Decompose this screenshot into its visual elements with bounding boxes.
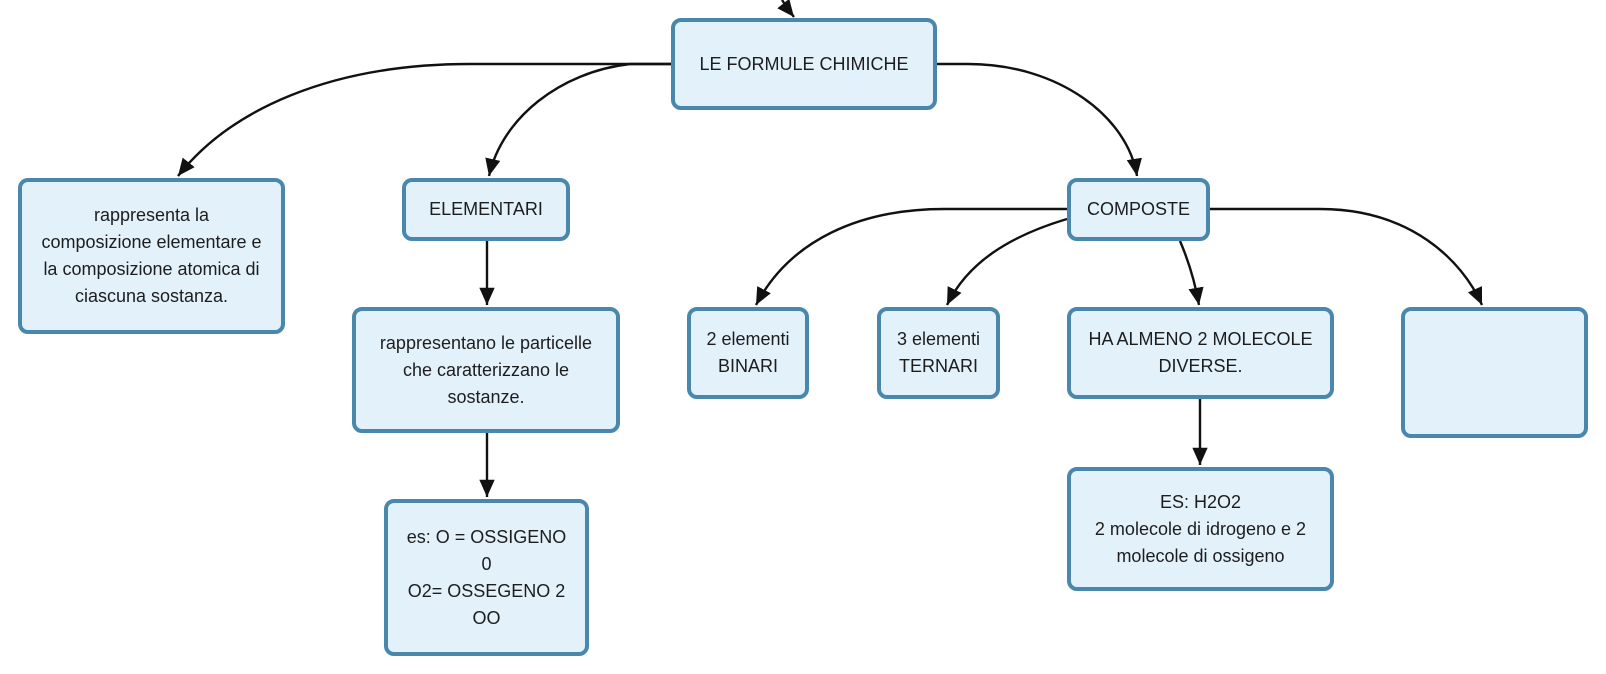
edge-composte-to-binari: [754, 207, 1067, 306]
edge-root-to-elementari: [485, 62, 671, 177]
node-ha-almeno-2-molecole[interactable]: HA ALMENO 2 MOLECOLE DIVERSE.: [1067, 307, 1334, 399]
node-label: HA ALMENO 2 MOLECOLE DIVERSE.: [1088, 329, 1313, 376]
edge-composte-to-ha-almeno: [1178, 240, 1204, 306]
edge-above-to-root: [777, 0, 795, 18]
node-empty[interactable]: [1401, 307, 1588, 438]
edge-root-to-composte: [937, 62, 1142, 177]
edge-composte-to-ternari: [945, 217, 1068, 306]
node-composte[interactable]: COMPOSTE: [1067, 178, 1210, 241]
node-definition[interactable]: rappresenta la composizione elementare e…: [18, 178, 285, 334]
node-elementari-example[interactable]: es: O = OSSIGENO 0 O2= OSSEGENO 2 OO: [384, 499, 589, 656]
edge-composte-to-empty: [1210, 207, 1484, 306]
node-ternari[interactable]: 3 elementi TERNARI: [877, 307, 1000, 399]
node-label: ES: H2O2 2 molecole di idrogeno e 2 mole…: [1094, 491, 1307, 566]
node-label: es: O = OSSIGENO 0 O2= OSSEGENO 2 OO: [406, 526, 567, 628]
node-le-formule-chimiche[interactable]: LE FORMULE CHIMICHE: [671, 18, 937, 110]
node-label: ELEMENTARI: [429, 199, 543, 219]
node-label: 2 elementi BINARI: [706, 329, 790, 376]
edge-root-to-definition: [177, 62, 671, 177]
node-binari[interactable]: 2 elementi BINARI: [687, 307, 809, 399]
node-label: LE FORMULE CHIMICHE: [699, 53, 909, 74]
node-elementari[interactable]: ELEMENTARI: [402, 178, 570, 241]
node-label: 3 elementi TERNARI: [896, 329, 981, 376]
node-elementari-description[interactable]: rappresentano le particelle che caratter…: [352, 307, 620, 433]
node-label: COMPOSTE: [1086, 199, 1190, 219]
node-label: rappresentano le particelle che caratter…: [379, 332, 593, 407]
node-label: rappresenta la composizione elementare e…: [41, 205, 262, 306]
node-composte-example[interactable]: ES: H2O2 2 molecole di idrogeno e 2 mole…: [1067, 467, 1334, 591]
